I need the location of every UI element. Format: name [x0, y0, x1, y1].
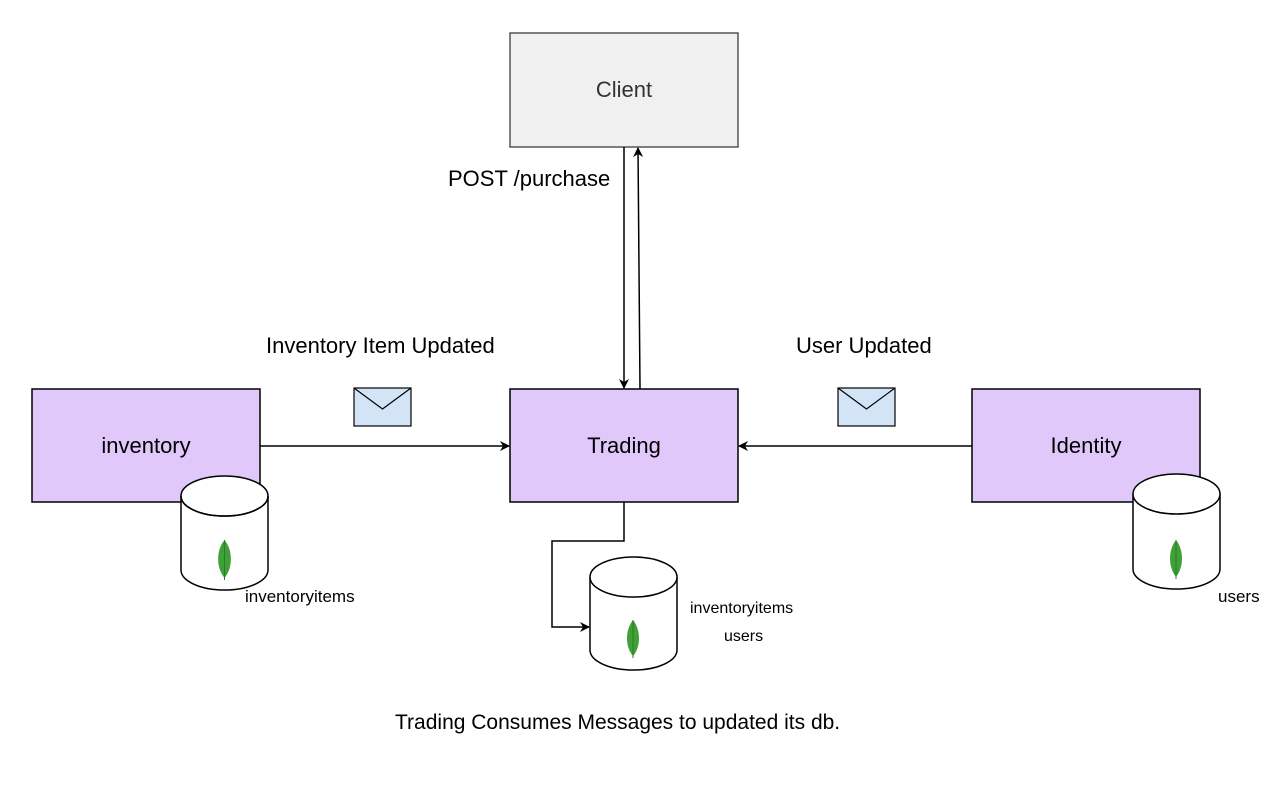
mongodb-leaf-icon	[218, 540, 231, 580]
trading-to-client-arrow	[633, 147, 644, 390]
inventory-message-envelope-icon	[353, 387, 412, 427]
inventory-db-label: inventoryitems	[245, 587, 355, 606]
trading-db-cylinder[interactable]	[589, 556, 678, 671]
client-node[interactable]	[509, 32, 739, 148]
trading-db-label-line1: inventoryitems	[690, 600, 794, 617]
trading-db-label-line2: users	[724, 628, 764, 645]
post-purchase-label: POST /purchase	[448, 166, 611, 191]
identity-message-envelope-icon	[837, 387, 896, 427]
identity-label: Identity	[1050, 432, 1122, 458]
user-updated-label: User Updated	[796, 333, 932, 358]
mongodb-leaf-icon	[627, 620, 639, 658]
trading-node[interactable]	[509, 388, 739, 503]
client-label: Client	[595, 77, 653, 102]
identity-db-label: users	[1218, 587, 1260, 606]
trading-to-db-arrow	[551, 502, 625, 632]
inventory-item-updated-label: Inventory Item Updated	[266, 333, 495, 358]
trading-label: Trading	[587, 432, 661, 458]
mongodb-leaf-icon	[1170, 540, 1182, 579]
inventory-label: inventory	[101, 432, 191, 458]
diagram-caption: Trading Consumes Messages to updated its…	[395, 711, 841, 734]
